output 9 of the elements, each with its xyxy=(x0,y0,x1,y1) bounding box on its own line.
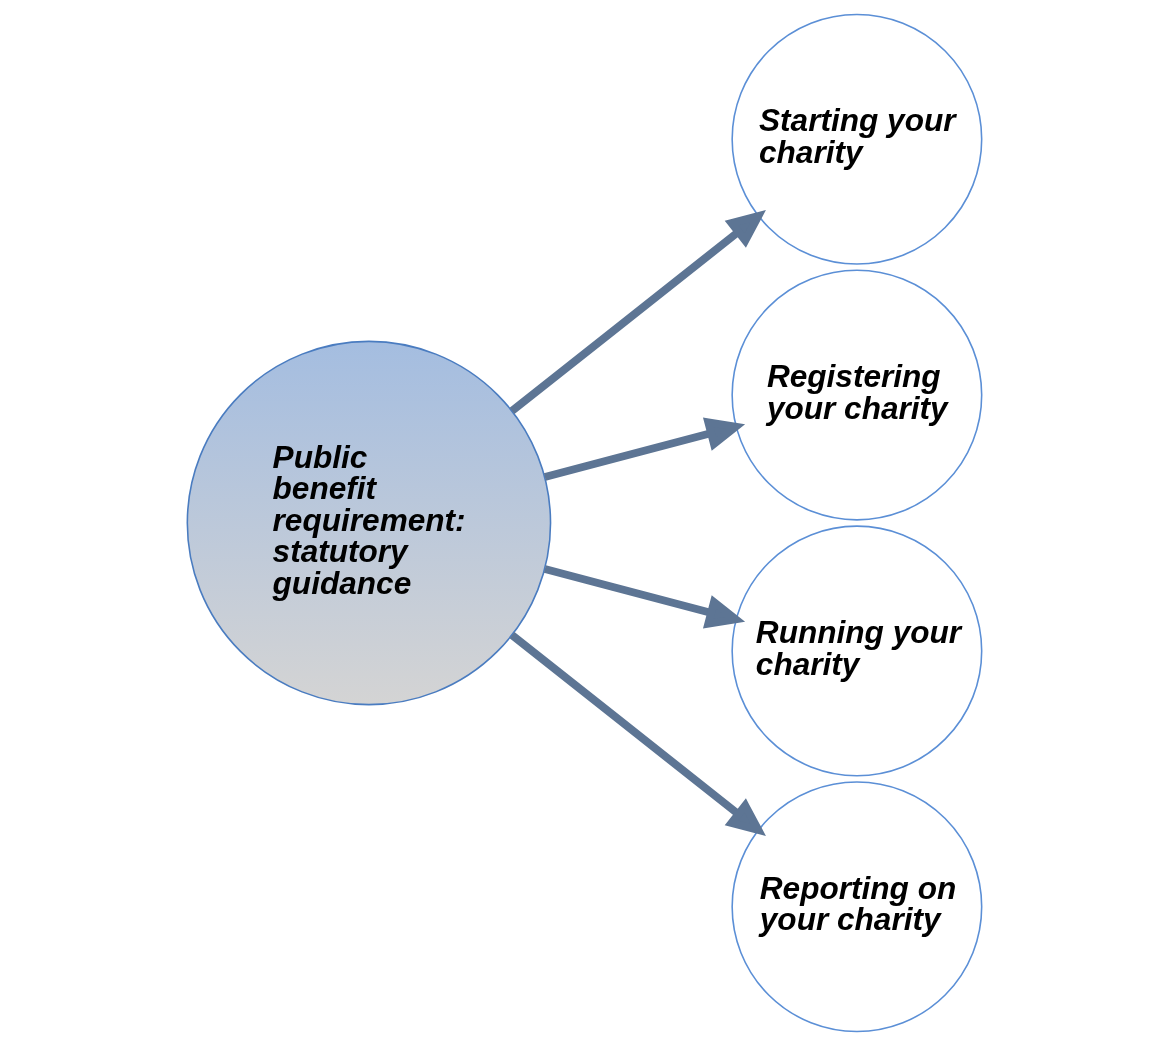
arrow xyxy=(543,565,746,629)
arrow xyxy=(543,417,746,481)
node-circle: Public benefit requirement: statutory guidance xyxy=(186,340,552,706)
node-circle: Running your charity xyxy=(731,525,983,777)
node-circle: Registering your charity xyxy=(731,269,983,521)
arrow xyxy=(509,631,766,836)
node-circle: Reporting on your charity xyxy=(731,781,983,1033)
arrow xyxy=(509,210,766,415)
node-circle: Starting your charity xyxy=(731,13,983,265)
